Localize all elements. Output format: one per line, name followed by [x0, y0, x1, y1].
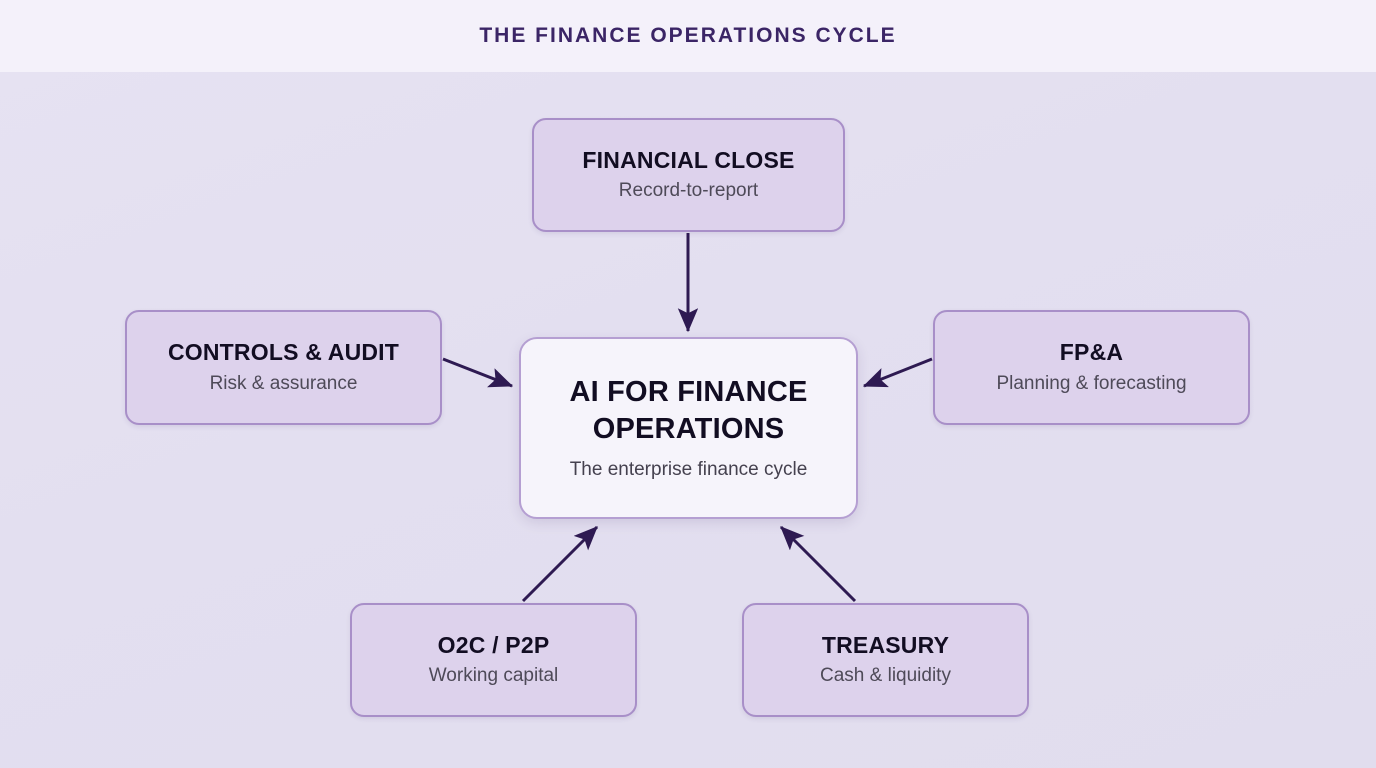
node-fpa-subtitle: Planning & forecasting	[996, 372, 1187, 394]
node-center-hub[interactable]: AI FOR FINANCE OPERATIONS The enterprise…	[519, 337, 858, 519]
edge-o2c-p2p-to-center	[521, 525, 599, 603]
node-controls-audit-subtitle: Risk & assurance	[209, 372, 358, 394]
node-o2c-p2p-title: O2C / P2P	[437, 631, 550, 658]
node-treasury[interactable]: TREASURY Cash & liquidity	[742, 603, 1029, 717]
node-fpa-title: FP&A	[1059, 339, 1124, 366]
node-financial-close[interactable]: FINANCIAL CLOSE Record-to-report	[532, 118, 845, 232]
node-o2c-p2p[interactable]: O2C / P2P Working capital	[350, 603, 637, 717]
node-treasury-subtitle: Cash & liquidity	[820, 665, 951, 687]
node-controls-audit[interactable]: CONTROLS & AUDIT Risk & assurance	[125, 310, 442, 425]
node-fpa[interactable]: FP&A Planning & forecasting	[933, 310, 1250, 425]
edge-layer	[442, 233, 933, 603]
node-o2c-p2p-subtitle: Working capital	[428, 665, 559, 687]
finance-operations-diagram: FINANCIAL CLOSE Record-to-report CONTROL…	[0, 72, 1376, 768]
node-center-hub-title: AI FOR FINANCE OPERATIONS	[569, 376, 808, 445]
node-treasury-title: TREASURY	[821, 631, 950, 658]
header-band: THE FINANCE OPERATIONS CYCLE	[0, 0, 1376, 72]
node-financial-close-title: FINANCIAL CLOSE	[582, 146, 795, 173]
node-financial-close-subtitle: Record-to-report	[618, 180, 759, 202]
edge-fpa-to-center	[862, 357, 933, 388]
page-title: THE FINANCE OPERATIONS CYCLE	[479, 24, 897, 47]
node-controls-audit-title: CONTROLS & AUDIT	[167, 339, 400, 366]
edge-controls-audit-to-center	[442, 357, 514, 388]
node-center-hub-subtitle: The enterprise finance cycle	[569, 458, 808, 480]
edge-treasury-to-center	[779, 525, 857, 603]
